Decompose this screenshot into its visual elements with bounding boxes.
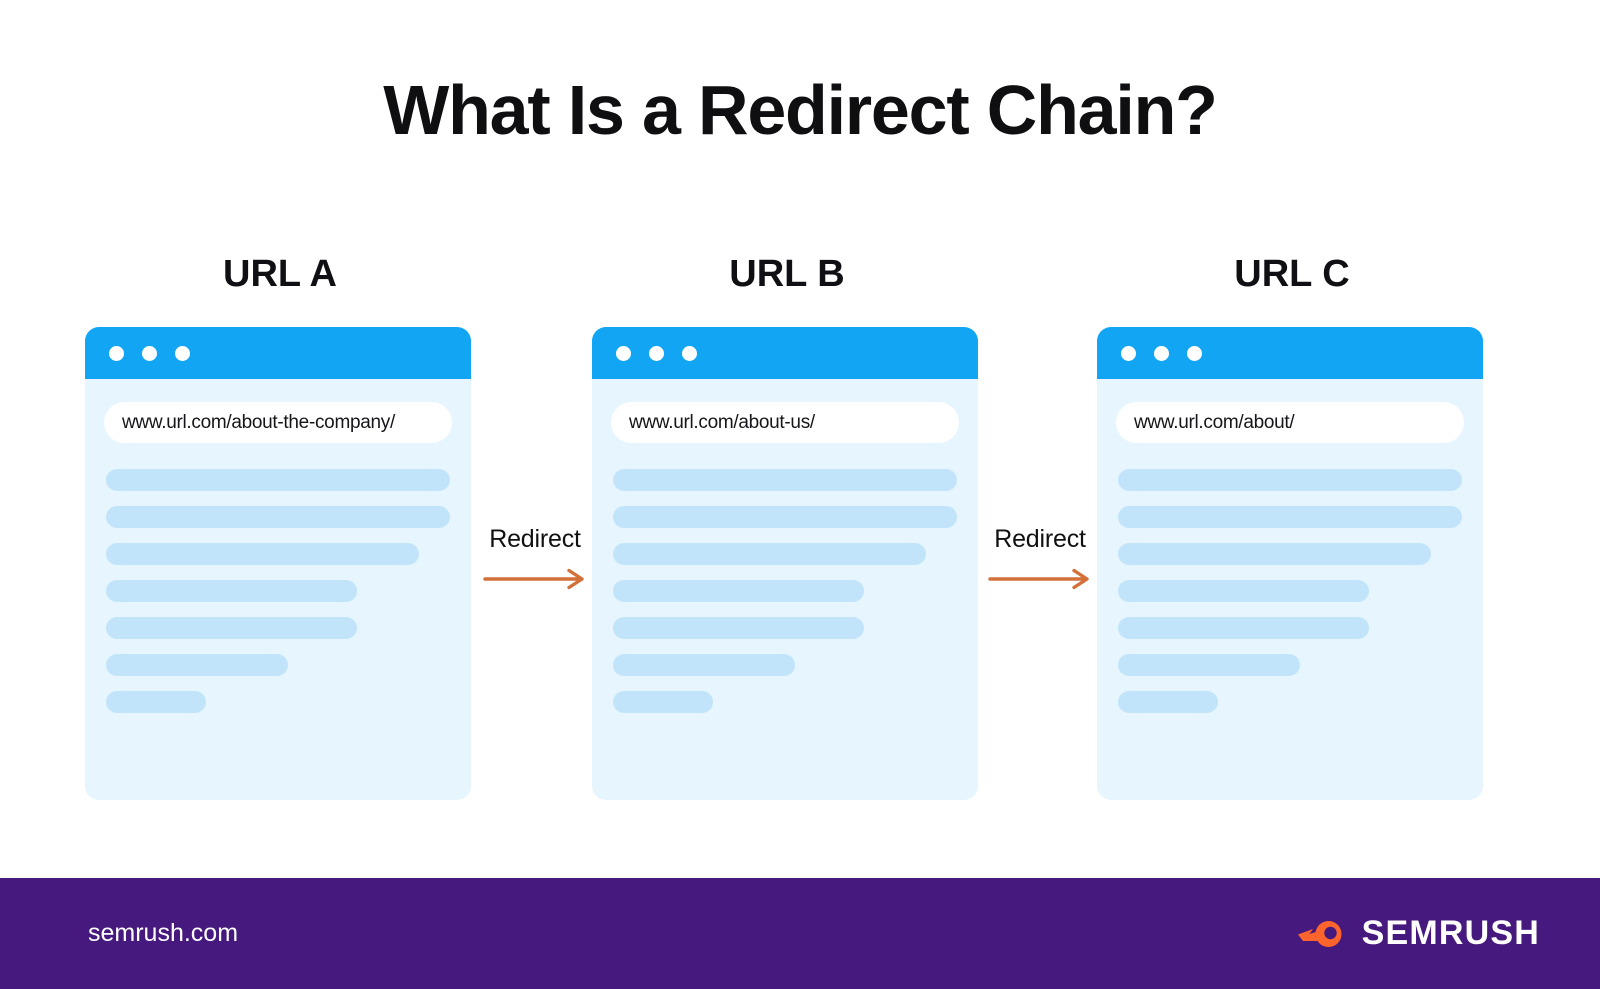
placeholder-line — [106, 654, 289, 676]
footer-bar: semrush.com SEMRUSH — [0, 878, 1600, 989]
page-title: What Is a Redirect Chain? — [383, 71, 1218, 149]
redirect-label: Redirect — [489, 525, 581, 553]
redirect-connector-1: Redirect — [470, 527, 600, 590]
content-placeholder-a — [106, 469, 450, 713]
url-card-b: URL B www.url.com/about-us/ — [592, 255, 982, 800]
window-dot-icon — [682, 345, 697, 361]
semrush-comet-logo-icon — [1297, 920, 1342, 947]
window-dot-icon — [616, 345, 631, 361]
browser-titlebar-b — [592, 327, 978, 379]
arrow-right-icon — [988, 568, 1089, 590]
semrush-brand-lockup: SEMRUSH — [1297, 914, 1540, 953]
redirect-chain-diagram: URL A www.url.com/about-the-company/ — [0, 255, 1600, 825]
address-bar-url-a: www.url.com/about-the-company/ — [122, 411, 395, 433]
placeholder-line — [1118, 691, 1218, 713]
placeholder-line — [1118, 506, 1462, 528]
placeholder-line — [613, 691, 713, 713]
browser-titlebar-c — [1097, 327, 1483, 379]
placeholder-line — [613, 654, 796, 676]
card-heading-c: URL C — [1234, 253, 1350, 295]
window-dot-icon — [142, 345, 157, 361]
placeholder-line — [1118, 543, 1432, 565]
address-bar-url-b: www.url.com/about-us/ — [629, 411, 815, 433]
address-bar-b[interactable]: www.url.com/about-us/ — [611, 402, 959, 443]
placeholder-line — [613, 469, 957, 491]
placeholder-line — [613, 617, 865, 639]
semrush-wordmark: SEMRUSH — [1361, 914, 1540, 952]
placeholder-line — [106, 617, 358, 639]
content-placeholder-c — [1118, 469, 1462, 713]
address-bar-a[interactable]: www.url.com/about-the-company/ — [104, 402, 452, 443]
browser-window-c: www.url.com/about/ — [1097, 327, 1483, 800]
browser-window-a: www.url.com/about-the-company/ — [85, 327, 471, 800]
placeholder-line — [1118, 654, 1301, 676]
placeholder-line — [613, 506, 957, 528]
address-bar-c[interactable]: www.url.com/about/ — [1116, 402, 1464, 443]
footer-site-url: semrush.com — [88, 919, 239, 947]
placeholder-line — [106, 691, 206, 713]
window-dot-icon — [109, 345, 124, 361]
address-bar-url-c: www.url.com/about/ — [1134, 411, 1295, 433]
window-dot-icon — [649, 345, 664, 361]
browser-titlebar-a — [85, 327, 471, 379]
url-card-c: URL C www.url.com/about/ — [1097, 255, 1487, 800]
placeholder-line — [1118, 617, 1370, 639]
window-dot-icon — [1154, 345, 1169, 361]
content-placeholder-b — [613, 469, 957, 713]
redirect-connector-2: Redirect — [975, 527, 1105, 590]
card-heading-b: URL B — [729, 253, 845, 295]
placeholder-line — [106, 580, 358, 602]
placeholder-line — [106, 506, 450, 528]
placeholder-line — [613, 580, 865, 602]
placeholder-line — [1118, 580, 1370, 602]
placeholder-line — [1118, 469, 1462, 491]
url-card-a: URL A www.url.com/about-the-company/ — [85, 255, 475, 800]
arrow-right-icon — [483, 568, 584, 590]
browser-window-b: www.url.com/about-us/ — [592, 327, 978, 800]
placeholder-line — [106, 543, 420, 565]
placeholder-line — [613, 543, 927, 565]
card-heading-a: URL A — [223, 253, 337, 295]
redirect-label: Redirect — [994, 525, 1086, 553]
placeholder-line — [106, 469, 450, 491]
window-dot-icon — [1187, 345, 1202, 361]
window-dot-icon — [1121, 345, 1136, 361]
window-dot-icon — [175, 345, 190, 361]
